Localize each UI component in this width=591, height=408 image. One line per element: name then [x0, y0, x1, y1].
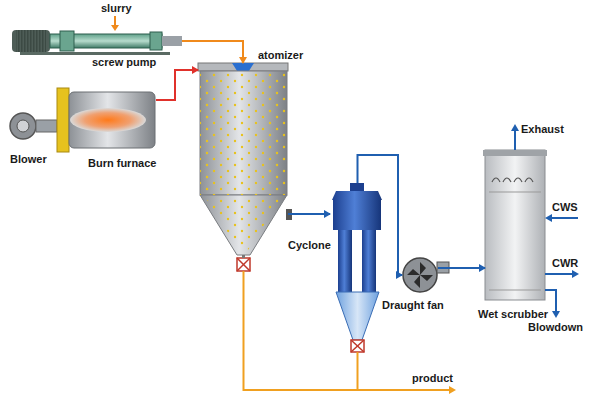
pipe-connector — [358, 155, 403, 275]
stream-label: slurry — [101, 2, 132, 15]
part-label: Cyclone — [288, 239, 331, 252]
stream-label: CWR — [552, 257, 578, 270]
stream-label: CWS — [552, 201, 578, 214]
equipment-node: Burn furnace — [55, 92, 156, 150]
stream-label: Exhaust — [521, 123, 564, 136]
stream-label: Blowdown — [528, 321, 583, 334]
equipment-node: Draught fan — [402, 257, 438, 293]
equipment-node: screw pump — [12, 30, 182, 52]
pipe-connector — [438, 267, 485, 269]
part-label: Burn furnace — [88, 157, 156, 170]
part-label: atomizer — [258, 49, 303, 62]
part-label: Wet scrubber — [478, 308, 548, 321]
pipe-connector — [182, 41, 243, 63]
part-label: Draught fan — [382, 299, 444, 312]
pipe-connector — [288, 213, 330, 215]
equipment-node: Cyclone — [330, 183, 385, 358]
equipment-node: Wet scrubber — [485, 150, 545, 300]
stream-label: product — [412, 372, 453, 385]
part-label: Blower — [10, 153, 47, 166]
pipe-connector — [156, 70, 198, 100]
equipment-node: atomizer — [198, 63, 288, 273]
part-label: screw pump — [92, 56, 156, 69]
equipment-node: Blower — [8, 111, 38, 141]
